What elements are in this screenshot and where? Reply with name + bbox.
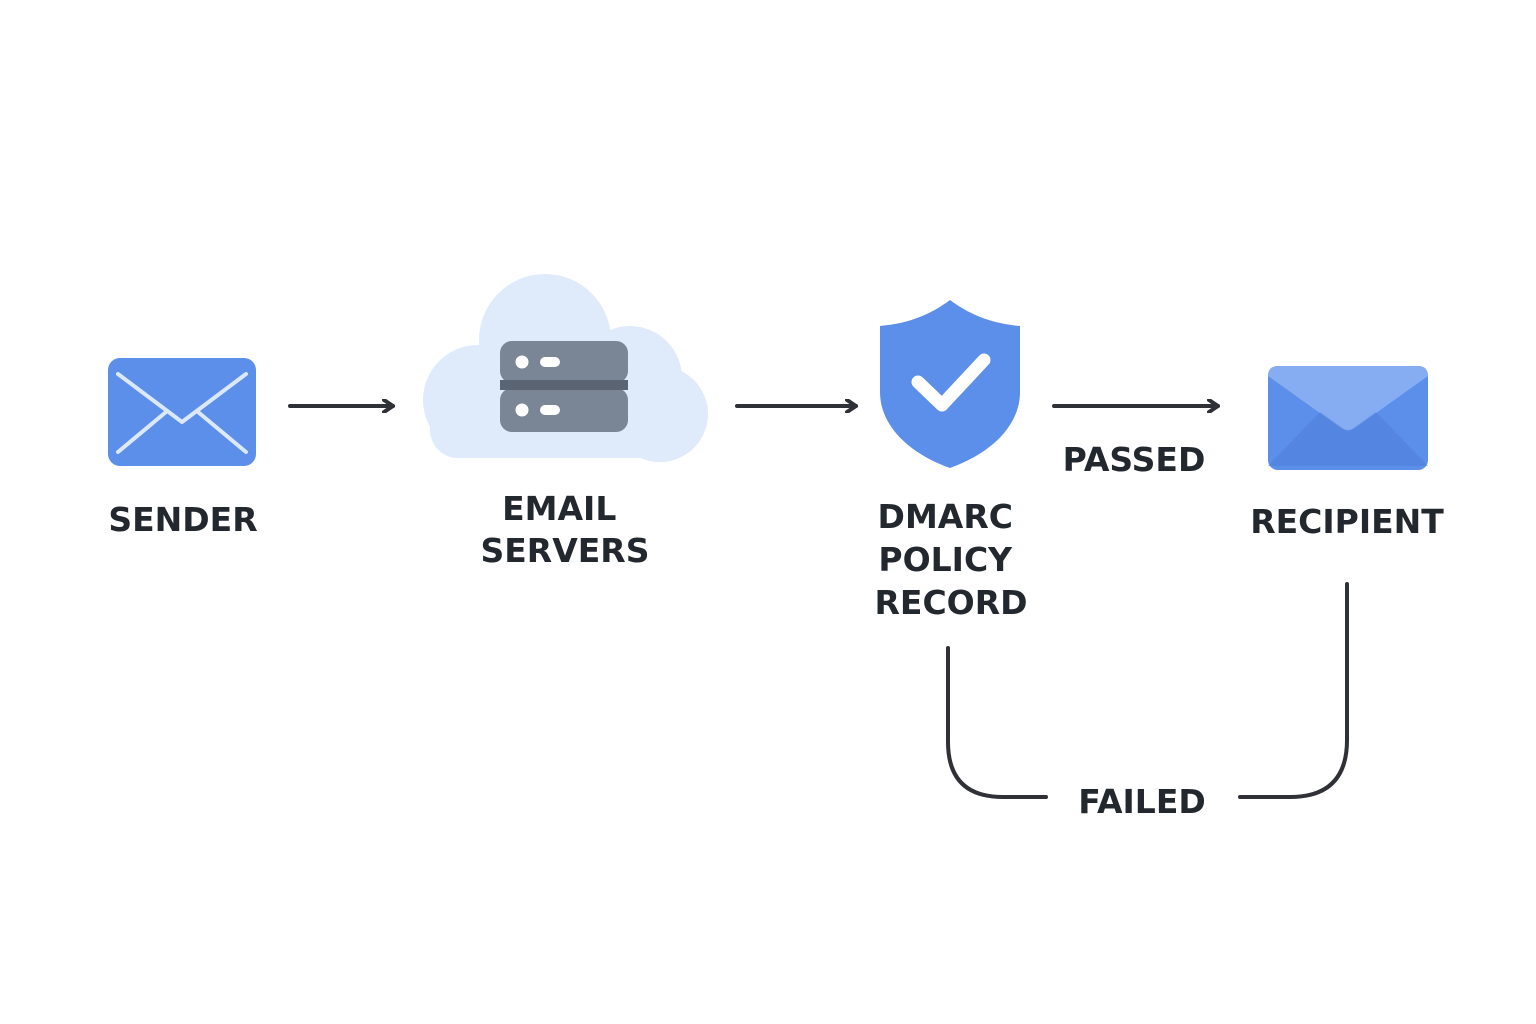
dmarc-label: DMARC POLICY RECORD	[874, 497, 1027, 622]
email-servers-node: EMAIL SERVERS	[423, 274, 708, 570]
shield-check-icon	[880, 300, 1020, 468]
recipient-node: RECIPIENT	[1250, 366, 1444, 541]
sender-label: SENDER	[108, 500, 257, 539]
failed-connector-right	[1238, 582, 1349, 799]
dmarc-label-line: DMARC	[878, 497, 1013, 536]
dmarc-label-line: RECORD	[874, 583, 1027, 622]
recipient-label-line: RECIPIENT	[1250, 502, 1444, 541]
email-servers-label: EMAIL SERVERS	[481, 489, 650, 570]
email-servers-label-line: EMAIL	[502, 489, 616, 528]
failed-connector-left	[946, 646, 1048, 799]
dmarc-node: DMARC POLICY RECORD	[874, 300, 1028, 622]
passed-label: PASSED	[1063, 440, 1206, 479]
sender-node: SENDER	[108, 358, 258, 539]
envelope-icon	[108, 358, 256, 466]
failed-label: FAILED	[1078, 782, 1206, 821]
sender-label-line: SENDER	[108, 500, 257, 539]
email-servers-label-line: SERVERS	[481, 531, 650, 570]
dmarc-label-line: POLICY	[878, 540, 1013, 579]
envelope-icon	[1268, 366, 1428, 470]
cloud-server-icon	[423, 274, 708, 462]
server-icon	[500, 341, 628, 432]
recipient-label: RECIPIENT	[1250, 502, 1444, 541]
